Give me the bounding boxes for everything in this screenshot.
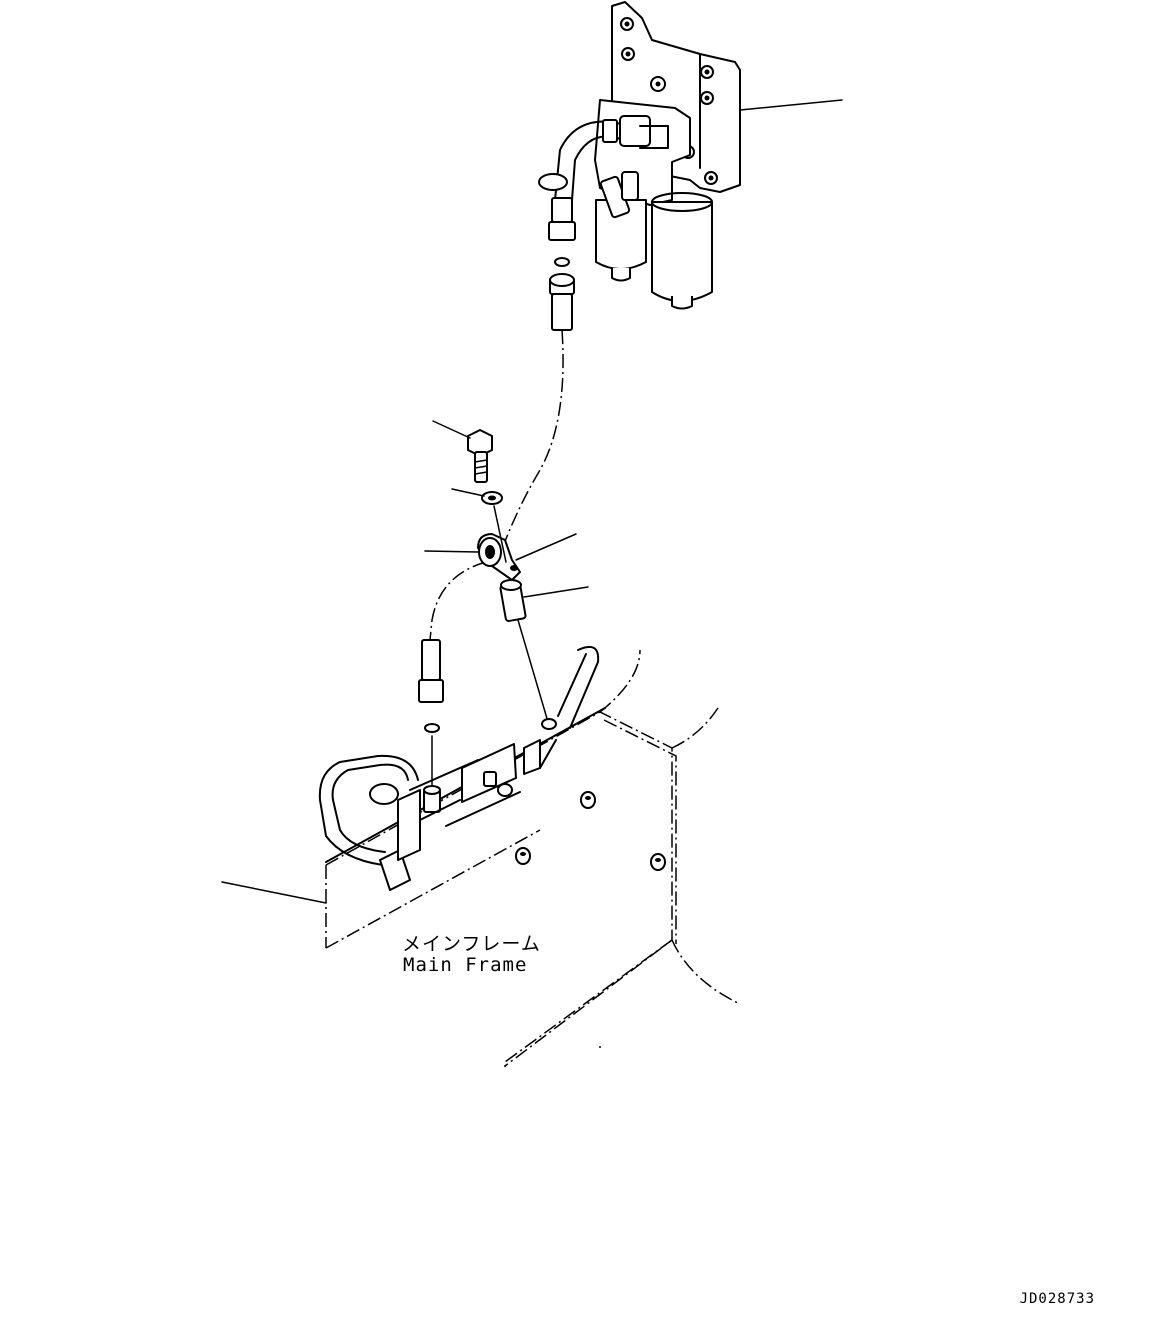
hose-line [497, 329, 564, 561]
hose-line-lower [429, 561, 487, 641]
main-frame [221, 646, 741, 1070]
main-frame-label-english: Main Frame [403, 954, 528, 976]
main-frame-label-japanese: メインフレーム [402, 933, 541, 955]
lower-hose-fittings [418, 639, 444, 791]
clamp-hardware [424, 420, 589, 723]
drawing-id: JD028733 [1019, 1291, 1095, 1307]
fuel-filter-assembly [538, 1, 843, 331]
